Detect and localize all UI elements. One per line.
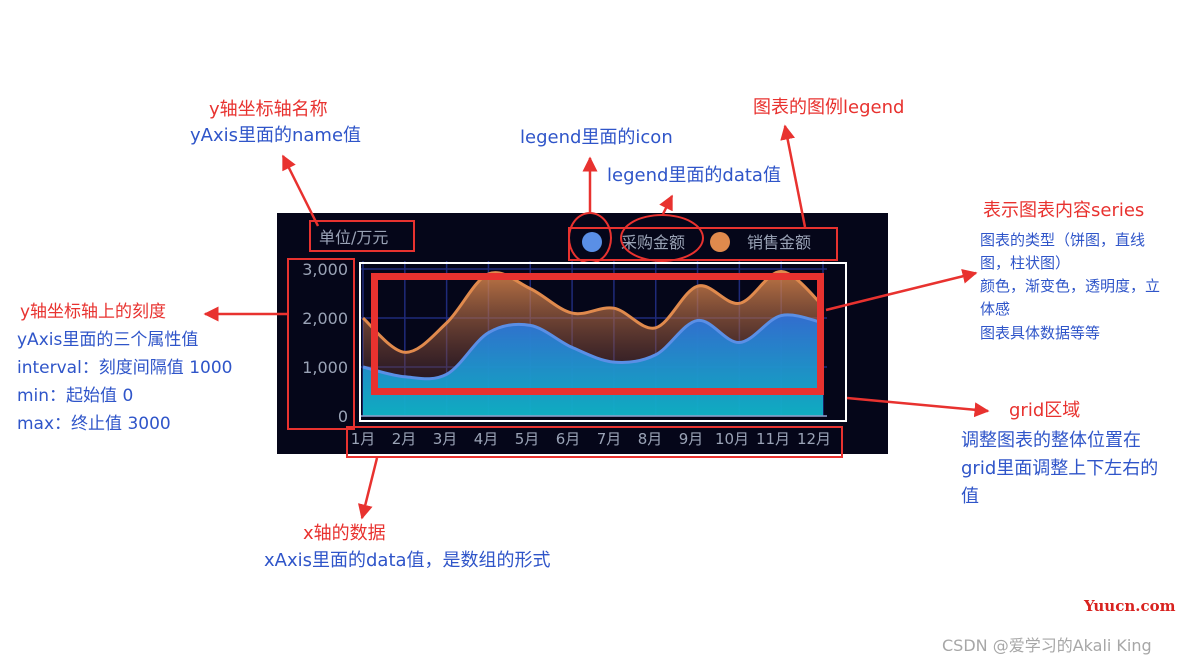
legend-data-highlight <box>620 214 704 262</box>
y-tick-label: 1,000 <box>302 358 348 377</box>
grid-title: grid区域 <box>1009 400 1081 421</box>
legend-label-sales[interactable]: 销售金额 <box>747 233 811 252</box>
y-tick-desc-2: min：起始值 0 <box>17 386 134 406</box>
x-tick-label: 8月 <box>638 430 663 448</box>
legend-icon-sales[interactable] <box>710 232 730 252</box>
x-tick-label: 2月 <box>392 430 417 448</box>
x-tick-label: 12月 <box>797 430 831 448</box>
y-name-desc: yAxis里面的name值 <box>190 125 362 146</box>
legend-icon-label: legend里面的icon <box>520 127 673 148</box>
legend-data-label: legend里面的data值 <box>607 165 781 186</box>
y-tick-desc-0: yAxis里面的三个属性值 <box>17 330 199 350</box>
y-tick-title: y轴坐标轴上的刻度 <box>20 302 167 322</box>
arrow-legend <box>780 124 807 228</box>
series-title: 表示图表内容series <box>983 200 1145 221</box>
arrow-legend-data <box>659 194 674 215</box>
arrow-x-axis <box>357 457 379 520</box>
series-desc-4: 图表具体数据等等 <box>980 324 1101 342</box>
x-axis-highlight-box <box>346 426 843 458</box>
grid-highlight-box <box>359 262 847 422</box>
watermark-site: Yuucn.com <box>1084 597 1176 615</box>
y-tick-label: 2,000 <box>302 309 348 328</box>
grid-desc-2: 值 <box>961 486 979 507</box>
series-desc-3: 体感 <box>980 300 1011 318</box>
y-tick-desc-3: max：终止值 3000 <box>17 414 171 434</box>
x-tick-label: 5月 <box>515 430 540 448</box>
x-axis-title: x轴的数据 <box>303 523 386 544</box>
x-tick-label: 9月 <box>679 430 704 448</box>
y-tick-label: 3,000 <box>302 260 348 279</box>
series-desc-0: 图表的类型（饼图，直线 <box>980 231 1146 249</box>
x-tick-label: 7月 <box>597 430 622 448</box>
grid-desc-0: 调整图表的整体位置在 <box>961 430 1141 451</box>
arrow-series <box>825 268 978 312</box>
series-line-0 <box>362 313 824 381</box>
watermark-author: CSDN @爱学习的Akali King <box>942 636 1152 655</box>
grid-desc-1: grid里面调整上下左右的 <box>961 458 1159 479</box>
arrow-grid <box>846 396 990 418</box>
series-line-1 <box>361 269 825 354</box>
y-tick-label: 0 <box>338 407 348 426</box>
y-ticks-highlight-box <box>287 258 355 430</box>
y-name-highlight-box <box>309 220 415 252</box>
legend-title: 图表的图例legend <box>753 97 905 118</box>
x-tick-label: 10月 <box>715 430 749 448</box>
series-highlight-box <box>371 273 824 395</box>
x-tick-label: 4月 <box>474 430 499 448</box>
y-axis-name: 单位/万元 <box>319 228 388 247</box>
legend-highlight-box <box>568 227 838 261</box>
arrow-y-name <box>281 154 320 227</box>
series-desc-1: 图，柱状图） <box>980 254 1071 272</box>
y-tick-desc-1: interval：刻度间隔值 1000 <box>17 358 233 378</box>
x-tick-label: 11月 <box>756 430 790 448</box>
y-name-title: y轴坐标轴名称 <box>209 99 328 120</box>
x-tick-label: 1月 <box>351 430 376 448</box>
x-axis-desc: xAxis里面的data值，是数组的形式 <box>264 550 551 571</box>
x-tick-label: 3月 <box>433 430 458 448</box>
x-tick-label: 6月 <box>556 430 581 448</box>
series-desc-2: 颜色，渐变色，透明度，立 <box>980 277 1161 295</box>
